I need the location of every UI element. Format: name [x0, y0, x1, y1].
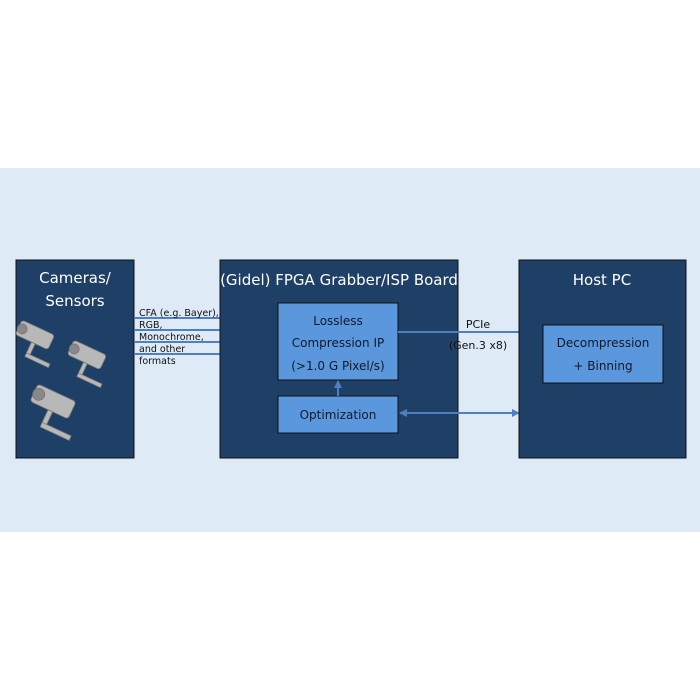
decompression-box: Decompression + Binning — [542, 324, 664, 384]
compression-ip-box: Lossless Compression IP (>1.0 G Pixel/s) — [277, 302, 399, 381]
fpga-board-box: (Gidel) FPGA Grabber/ISP Board Lossless … — [219, 259, 459, 459]
cameras-title-line1: Cameras/ — [39, 269, 112, 287]
svg-text:Lossless: Lossless — [313, 314, 363, 328]
security-camera-icon — [15, 320, 107, 441]
cameras-title-line2: Sensors — [45, 292, 104, 310]
svg-text:RGB,: RGB, — [139, 320, 163, 331]
svg-text:formats: formats — [139, 356, 176, 367]
host-pc-box: Host PC Decompression + Binning — [518, 259, 687, 459]
input-formats-label: CFA (e.g. Bayer), RGB, Monochrome, and o… — [139, 308, 219, 367]
cameras-box: Cameras/ Sensors — [15, 259, 135, 459]
pcie-gen-label: (Gen.3 x8) — [449, 339, 507, 352]
svg-text:and other: and other — [139, 344, 185, 355]
svg-text:Compression IP: Compression IP — [292, 336, 384, 350]
svg-text:Optimization: Optimization — [300, 408, 377, 422]
svg-text:Decompression: Decompression — [557, 336, 650, 350]
svg-text:(>1.0 G Pixel/s): (>1.0 G Pixel/s) — [291, 359, 384, 373]
pcie-label: PCIe — [466, 318, 491, 331]
host-title: Host PC — [573, 271, 631, 289]
svg-text:CFA (e.g. Bayer),: CFA (e.g. Bayer), — [139, 308, 219, 319]
optimization-box: Optimization — [277, 395, 399, 434]
fpga-title: (Gidel) FPGA Grabber/ISP Board — [220, 271, 458, 289]
svg-text:Monochrome,: Monochrome, — [139, 332, 204, 343]
svg-text:+ Binning: + Binning — [573, 359, 632, 373]
